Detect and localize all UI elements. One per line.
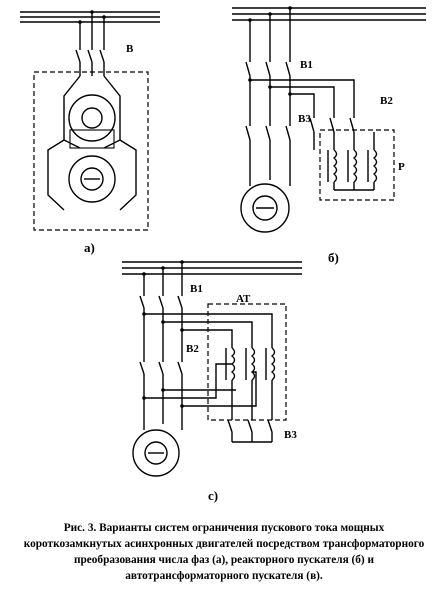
diagram-c-label: с) — [208, 488, 218, 503]
motor-b — [240, 183, 290, 233]
diagram-c: В1 В2 — [122, 260, 302, 503]
busbars-a — [20, 10, 160, 24]
switch-b2-label: В2 — [380, 95, 393, 107]
switch-b3: В3 — [245, 113, 311, 186]
switch-c2-label: В2 — [186, 343, 199, 355]
switch-b1: В1 — [245, 8, 313, 77]
converter-a — [47, 75, 137, 211]
reactor-label-b: Р — [398, 161, 405, 173]
switch-c1-label: В1 — [190, 283, 203, 295]
converter-enclosure-a — [33, 71, 149, 231]
autotransformer-c: АТ — [142, 293, 276, 410]
feeders-b — [248, 76, 355, 126]
switch-b1-label: В1 — [300, 59, 313, 71]
switch-c3: В3 — [227, 410, 297, 443]
switch-a: В — [75, 12, 134, 76]
diagram-b: В1 В3 В2 — [232, 6, 426, 265]
switch-c2: В2 — [139, 343, 199, 430]
switch-a-label: В — [126, 43, 134, 55]
busbars-c — [122, 260, 302, 276]
motor-a — [68, 155, 116, 203]
reactor-enclosure-b — [319, 129, 395, 201]
diagram-b-label: б) — [328, 250, 339, 265]
diagram-a-label: а) — [84, 240, 95, 255]
reactor-b: Р — [327, 132, 405, 191]
busbars-b — [232, 6, 426, 22]
autotransformer-enclosure-c — [207, 303, 287, 421]
figure-caption: Рис. 3. Варианты систем ограничения пуск… — [23, 522, 425, 582]
switch-b2: В2 — [309, 95, 393, 150]
motor-c — [132, 429, 180, 477]
switch-b3-label: В3 — [298, 113, 311, 125]
diagram-a: В а) — [20, 10, 160, 255]
switch-c1: В1 — [139, 262, 203, 309]
switch-c3-label: В3 — [284, 429, 297, 441]
feeders-c — [142, 308, 273, 362]
autotransformer-label-c: АТ — [236, 293, 251, 305]
